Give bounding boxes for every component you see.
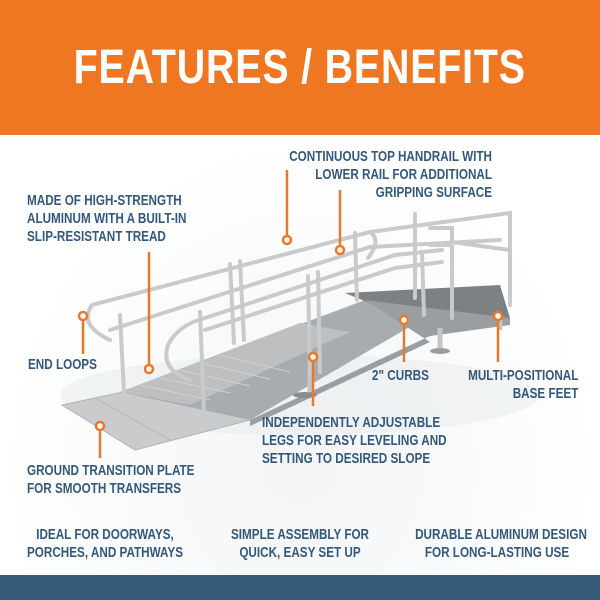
header-banner: FEATURES / BENEFITS xyxy=(0,0,600,135)
callout-curbs: 2" CURBS xyxy=(372,367,429,384)
callout-aluminum: MADE OF HIGH-STRENGTH ALUMINUM WITH A BU… xyxy=(27,192,187,245)
page-title: FEATURES / BENEFITS xyxy=(73,41,527,94)
callout-adjustable-legs: INDEPENDENTLY ADJUSTABLE LEGS FOR EASY L… xyxy=(262,414,447,467)
benefit-doorways: IDEAL FOR DOORWAYS, PORCHES, AND PATHWAY… xyxy=(26,526,184,561)
callout-end-loops: END LOOPS xyxy=(28,356,97,373)
callout-handrail: CONTINUOUS TOP HANDRAIL WITH LOWER RAIL … xyxy=(289,148,492,201)
callout-transition-plate: GROUND TRANSITION PLATE FOR SMOOTH TRANS… xyxy=(27,462,195,497)
benefit-assembly: SIMPLE ASSEMBLY FOR QUICK, EASY SET UP xyxy=(230,526,370,561)
benefit-durable: DURABLE ALUMINUM DESIGN FOR LONG-LASTING… xyxy=(415,526,587,561)
callout-base-feet: MULTI-POSITIONAL BASE FEET xyxy=(467,367,578,402)
footer-bar xyxy=(0,575,600,600)
